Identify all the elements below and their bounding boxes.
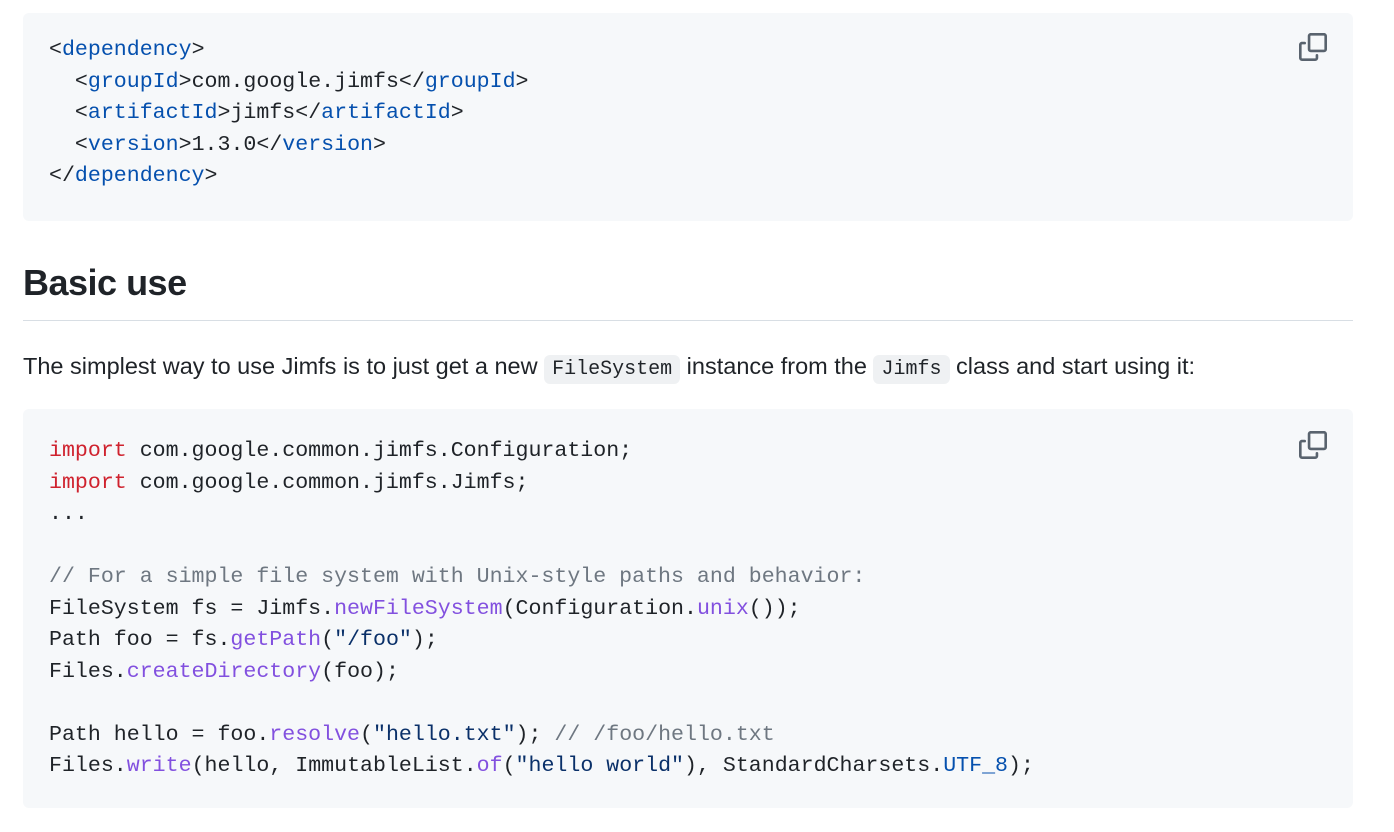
code-text: ( (502, 754, 516, 778)
code-line: import com.google.common.jimfs.Jimfs; (49, 468, 1327, 500)
code-text: ), StandardCharsets. (684, 754, 944, 778)
code-line: <groupId>com.google.jimfs</groupId> (49, 67, 1327, 99)
code-tag: groupId (87, 69, 179, 94)
code-block-maven: <dependency> <groupId>com.google.jimfs</… (23, 13, 1353, 221)
code-string: "/foo" (334, 628, 412, 652)
code-string: "hello.txt" (372, 722, 516, 747)
code-tag: artifactId (87, 101, 218, 125)
code-text: Path foo = fs. (49, 628, 231, 652)
code-text: >jimfs</ (217, 101, 322, 125)
paragraph-text: instance from the (680, 353, 874, 379)
code-line: Files.createDirectory(foo); (49, 657, 1327, 689)
code-line: <version>1.3.0</version> (49, 130, 1327, 162)
code-line (49, 688, 1327, 720)
code-line: Path hello = foo.resolve("hello.txt"); /… (49, 720, 1327, 752)
code-tag: version (87, 132, 179, 157)
intro-paragraph: The simplest way to use Jimfs is to just… (23, 350, 1195, 386)
code-text: > (373, 132, 386, 157)
paragraph-text: The simplest way to use Jimfs is to just… (23, 353, 545, 379)
code-tag: artifactId (321, 101, 451, 125)
code-line: </dependency> (49, 161, 1327, 193)
code-line: ... (49, 499, 1327, 531)
code-tag: groupId (424, 69, 516, 94)
code-constant: UTF_8 (943, 754, 1008, 778)
code-keyword: import (49, 439, 127, 463)
copy-button[interactable] (1299, 431, 1327, 459)
code-function: newFileSystem (334, 596, 503, 621)
code-text: ); (515, 722, 555, 747)
code-text: < (49, 101, 88, 125)
code-tag: dependency (61, 38, 192, 62)
code-text: < (49, 69, 88, 94)
code-text: ); (1007, 754, 1034, 778)
code-text: FileSystem fs = Jimfs. (49, 596, 335, 621)
code-content: <dependency> <groupId>com.google.jimfs</… (49, 35, 1327, 193)
inline-code: Jimfs (873, 355, 950, 384)
code-function: getPath (230, 628, 322, 652)
code-function: resolve (269, 722, 361, 747)
paragraph-text: class and start using it: (949, 353, 1196, 379)
code-line: Path foo = fs.getPath("/foo"); (49, 625, 1327, 657)
code-comment: // For a simple file system with Unix-st… (49, 565, 866, 589)
code-function: write (126, 754, 192, 778)
code-text: > (191, 38, 205, 62)
code-text: </ (49, 164, 75, 188)
code-text: (hello, ImmutableList. (191, 754, 477, 778)
code-text: Files. (49, 754, 127, 778)
code-content: import com.google.common.jimfs.Configura… (49, 436, 1327, 783)
code-text: > (204, 164, 218, 188)
copy-icon (1299, 33, 1327, 61)
code-text: >com.google.jimfs</ (178, 69, 425, 94)
code-text: ( (321, 628, 335, 652)
heading-divider (23, 320, 1353, 321)
code-comment: // /foo/hello.txt (554, 722, 775, 747)
code-function: unix (696, 596, 749, 621)
code-text: ); (411, 628, 438, 652)
code-text: ( (360, 722, 373, 747)
code-text: < (49, 38, 62, 62)
code-function: of (476, 754, 503, 778)
code-function: createDirectory (126, 659, 322, 684)
code-line: Files.write(hello, ImmutableList.of("hel… (49, 751, 1327, 783)
code-text: (Configuration. (502, 596, 697, 621)
code-string: "hello world" (515, 754, 685, 778)
code-text: ... (49, 502, 88, 526)
code-line: // For a simple file system with Unix-st… (49, 562, 1327, 594)
code-line: import com.google.common.jimfs.Configura… (49, 436, 1327, 468)
code-text: > (515, 69, 529, 94)
code-text: >1.3.0</ (178, 132, 283, 157)
section-heading: Basic use (23, 262, 187, 303)
code-text: Path hello = foo. (49, 722, 270, 747)
code-text: (foo); (321, 659, 399, 684)
inline-code: FileSystem (544, 355, 681, 384)
code-line: FileSystem fs = Jimfs.newFileSystem(Conf… (49, 594, 1327, 626)
code-text: < (49, 132, 88, 157)
code-text: Files. (49, 659, 127, 684)
code-text: > (450, 101, 464, 125)
copy-button[interactable] (1299, 33, 1327, 61)
code-tag: version (282, 132, 373, 157)
code-line: <artifactId>jimfs</artifactId> (49, 98, 1327, 130)
code-text: com.google.common.jimfs.Configuration; (126, 439, 633, 463)
code-keyword: import (49, 470, 127, 495)
code-block-example: import com.google.common.jimfs.Configura… (23, 409, 1353, 808)
code-tag: dependency (74, 164, 205, 188)
code-text: com.google.common.jimfs.Jimfs; (126, 470, 529, 495)
code-line (49, 531, 1327, 563)
copy-icon (1299, 431, 1327, 459)
code-text: ()); (748, 596, 801, 621)
code-line: <dependency> (49, 35, 1327, 67)
